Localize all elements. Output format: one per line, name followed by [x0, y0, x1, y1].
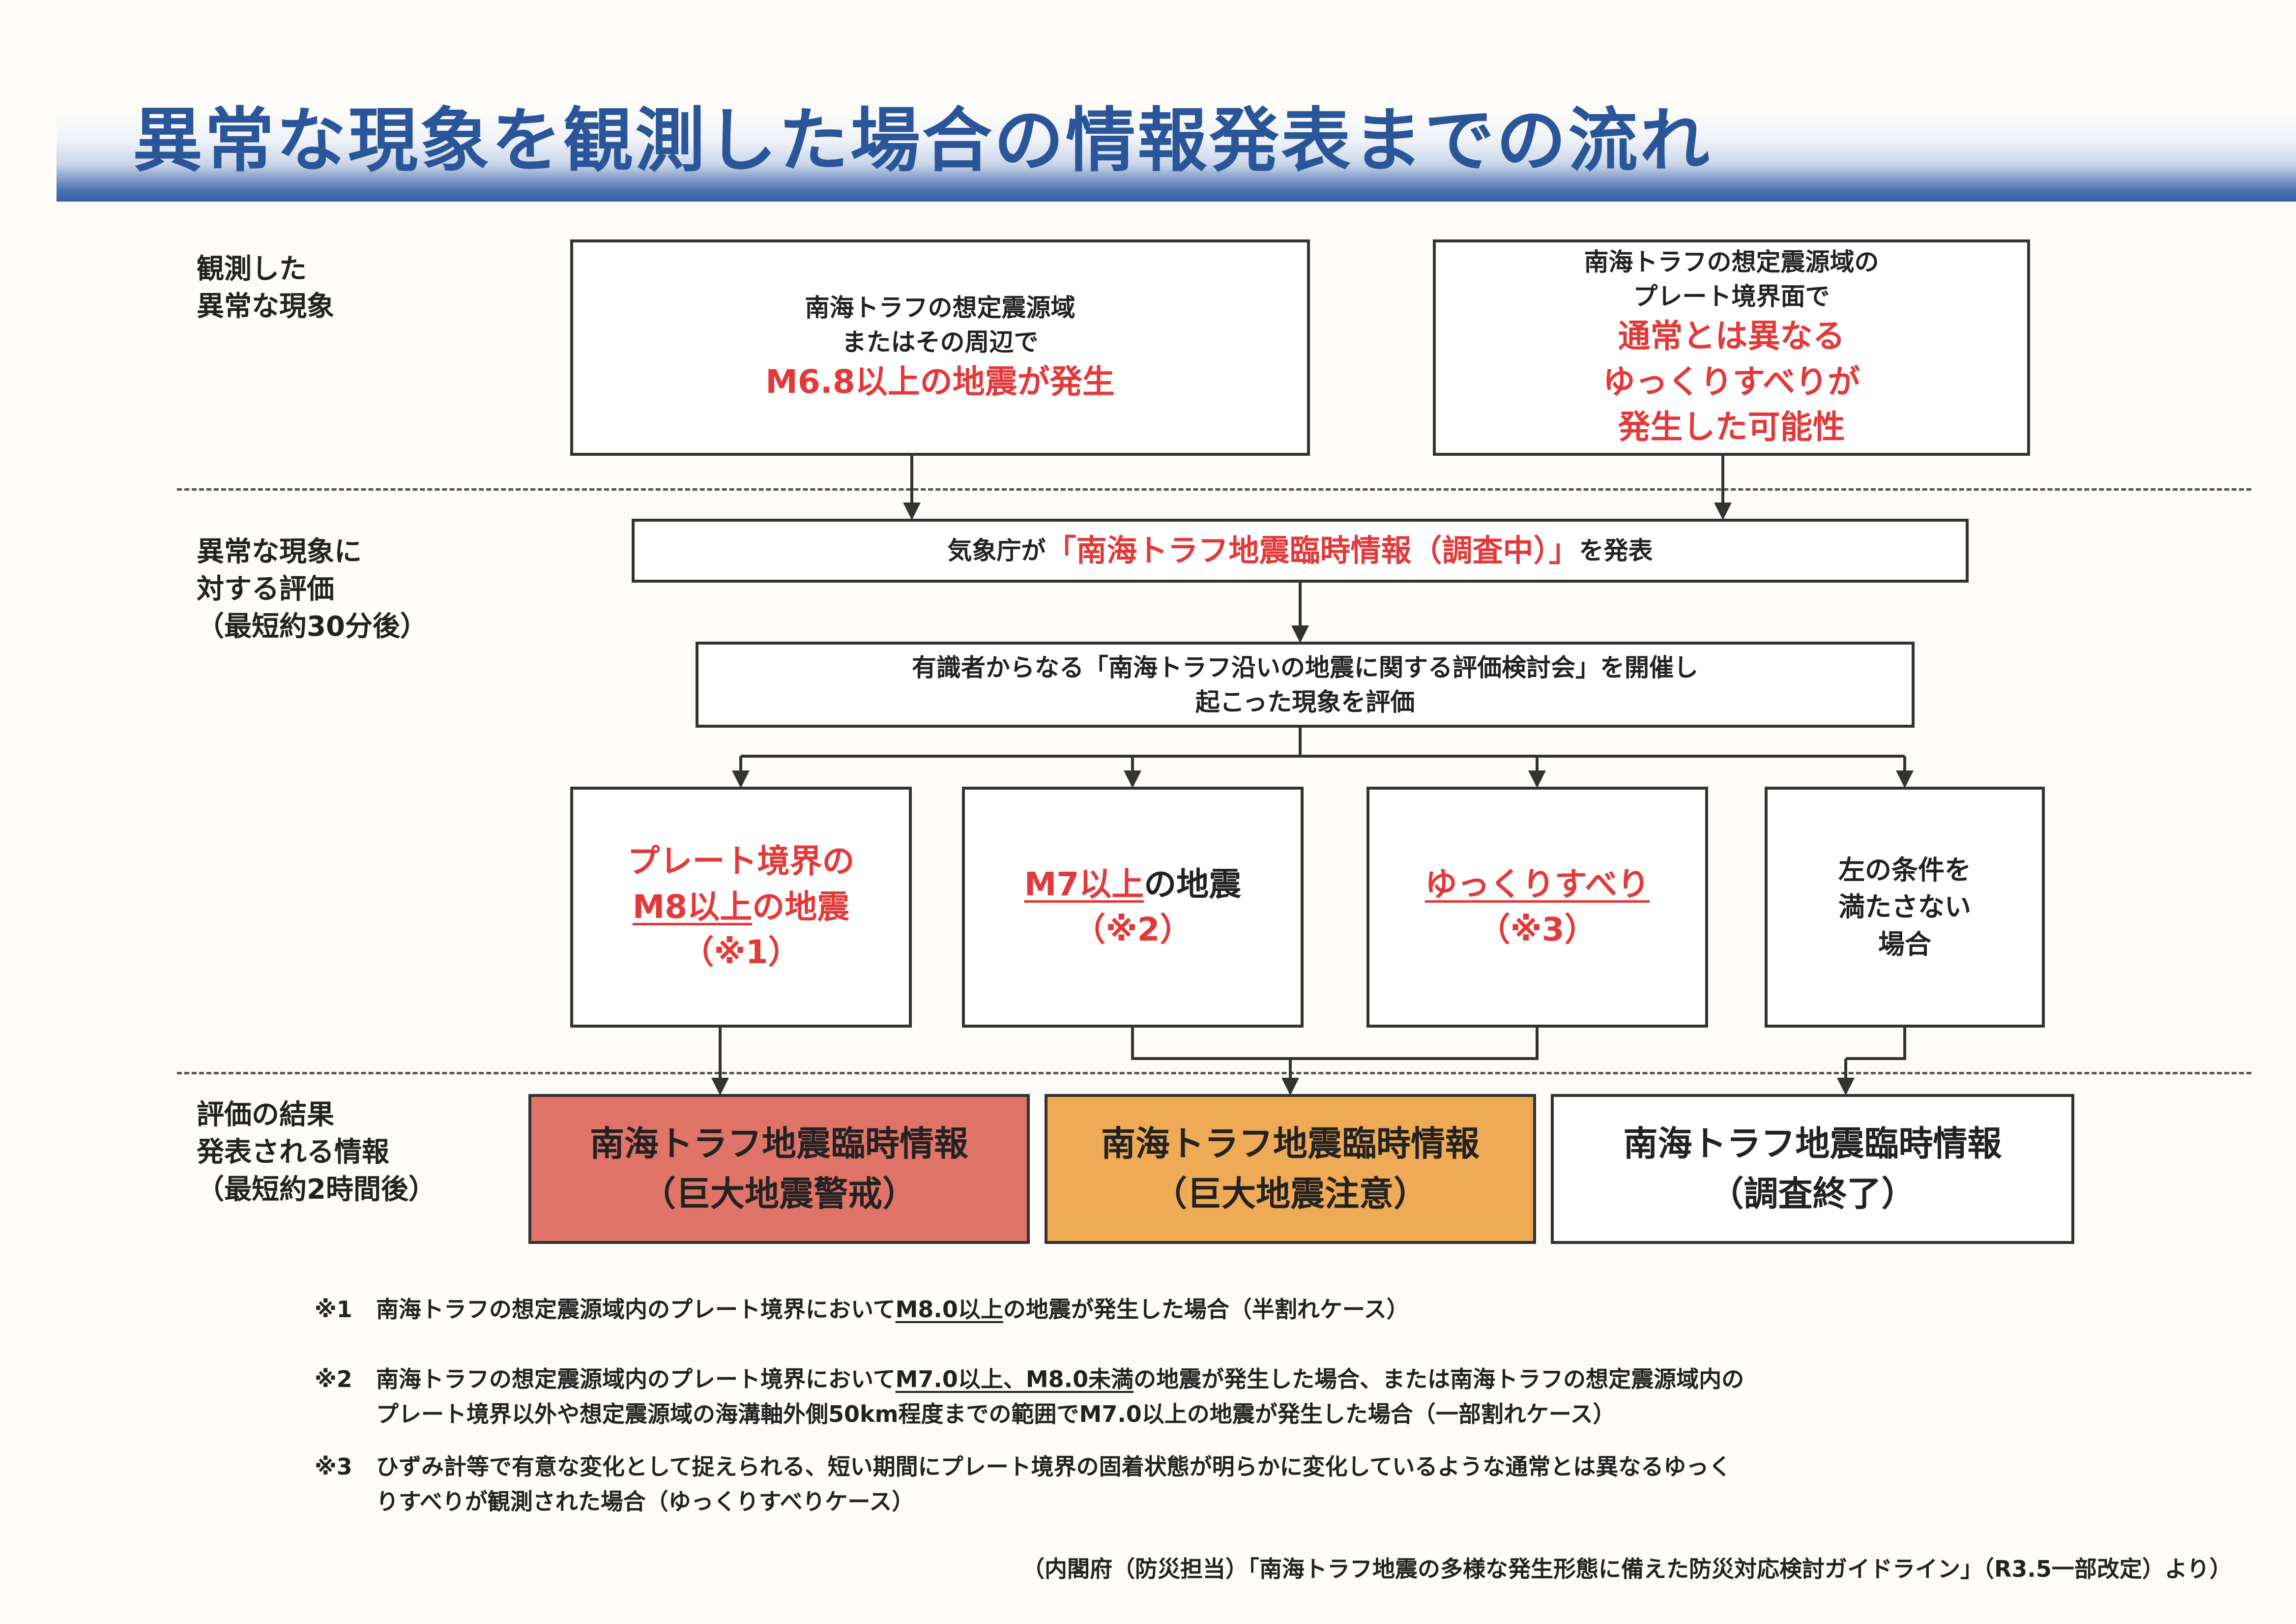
result-box-investigation-ended: 南海トラフ地震臨時情報 （調査終了）	[1551, 1094, 2074, 1244]
stage-label-observed: 観測した 異常な現象	[197, 253, 334, 323]
merge-case-4	[1846, 1028, 1906, 1060]
case-box-slow-slip: ゆっくりすべり （※3）	[1366, 787, 1708, 1028]
title-banner	[57, 108, 2296, 202]
stage-divider	[177, 488, 2251, 491]
observation-box-slow-slip: 南海トラフの想定震源域の プレート境界面で 通常とは異なる ゆっくりすべりが 発…	[1433, 239, 2030, 456]
announcement-box: 気象庁が 「南海トラフ地震臨時情報（調査中）」 を発表	[632, 519, 1969, 583]
case-box-other: 左の条件を 満たさない 場合	[1765, 787, 2045, 1028]
stage-divider	[177, 1072, 2251, 1074]
merge-cases-2-3	[1131, 1028, 1539, 1060]
stage-label-evaluation: 異常な現象に 対する評価 （最短約30分後）	[197, 536, 428, 643]
stage-label-result: 評価の結果 発表される情報 （最短約2時間後）	[197, 1099, 436, 1206]
case-box-m7: M7以上の地震 （※2）	[962, 787, 1304, 1028]
evaluation-meeting-box: 有識者からなる「南海トラフ沿いの地震に関する評価検討会」を開催し 起こった現象を…	[696, 642, 1915, 728]
source-citation: （内閣府（防災担当）「南海トラフ地震の多様な発生形態に備えた防災対応検討ガイドラ…	[1022, 1556, 2232, 1582]
page-title: 異常な現象を観測した場合の情報発表までの流れ	[133, 100, 1712, 181]
result-box-warning: 南海トラフ地震臨時情報 （巨大地震警戒）	[528, 1094, 1030, 1244]
observation-box-earthquake: 南海トラフの想定震源域 またはその周辺で M6.8以上の地震が発生	[570, 239, 1310, 456]
result-box-caution: 南海トラフ地震臨時情報 （巨大地震注意）	[1045, 1094, 1536, 1244]
case-box-m8: プレート境界の M8以上の地震 （※1）	[570, 787, 912, 1028]
